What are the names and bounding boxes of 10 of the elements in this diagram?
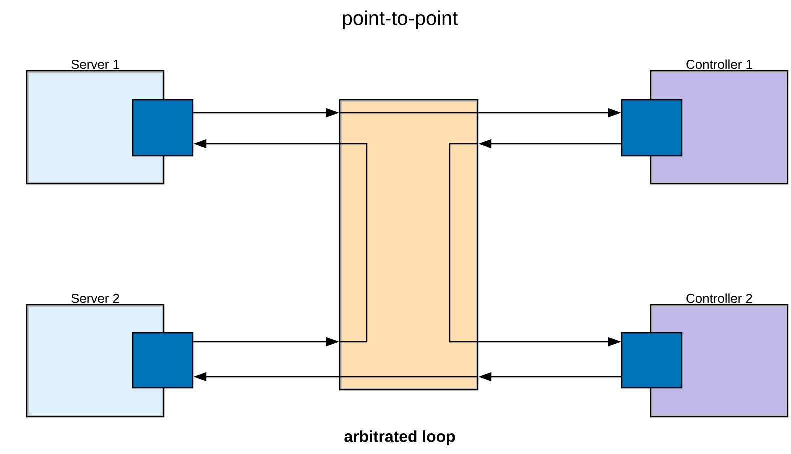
node-label: Server 2: [72, 294, 120, 304]
node-label: Controller 1: [686, 60, 752, 70]
caption: arbitrated loop: [344, 430, 456, 446]
node-label: Server 1: [72, 60, 120, 70]
port-box: [132, 99, 194, 157]
node-label: Controller 2: [686, 294, 752, 304]
port-box: [132, 332, 194, 389]
title: point-to-point: [343, 10, 458, 30]
port-box: [621, 332, 683, 389]
port-box: [621, 99, 683, 157]
